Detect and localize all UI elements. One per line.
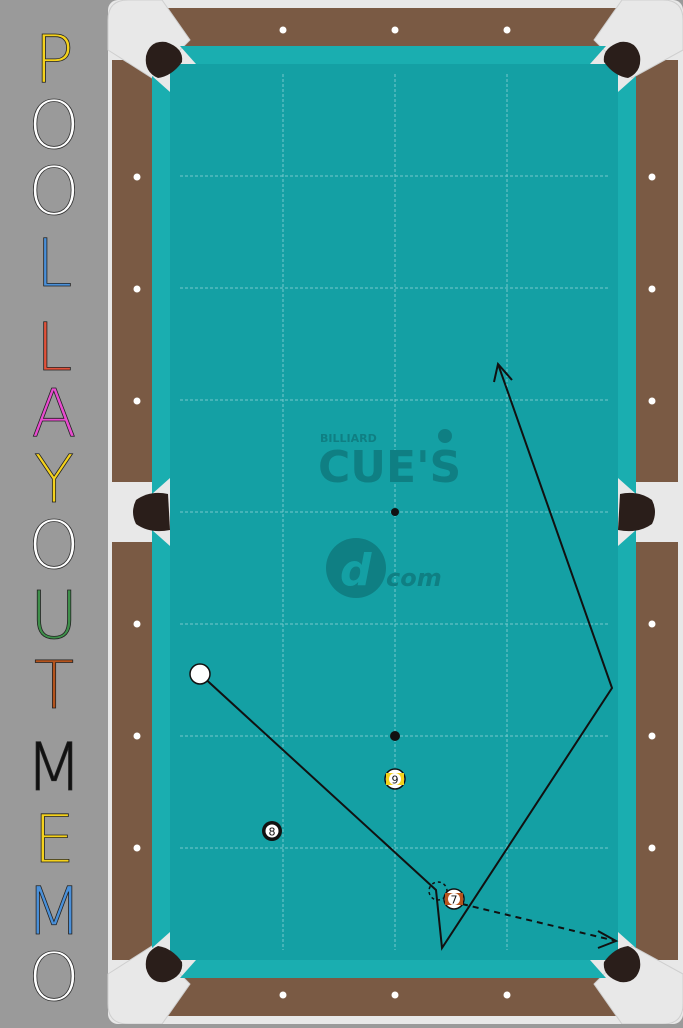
title-letter: M [26, 729, 83, 806]
ball-8: 8 [262, 821, 282, 841]
rail-bottom [162, 978, 622, 1016]
cushion-left-upper [152, 76, 170, 494]
logo-ball-icon [438, 429, 452, 443]
rail-top [162, 8, 622, 46]
dcom-circle-icon [326, 538, 386, 598]
ball-7: 7 [443, 888, 465, 910]
object-ball-arrowhead [597, 930, 619, 949]
logo-brand-text: CUE'S [318, 442, 461, 493]
dcom-d-letter: d [340, 545, 372, 596]
title-letter: O [28, 153, 80, 230]
title-letter: L [36, 225, 73, 302]
title-letter: P [34, 21, 74, 98]
cues-logo: BILLIARD CUE'S [318, 429, 461, 493]
rail-right-upper [636, 60, 678, 482]
pocket-side-left [133, 492, 170, 532]
logo-small-text: BILLIARD [320, 432, 377, 445]
title-letter: O [28, 87, 80, 164]
title-letter: U [30, 577, 78, 654]
path-arrowhead [493, 361, 513, 383]
pocket-side-right [618, 492, 655, 532]
pockets [133, 41, 655, 983]
cushion-top [180, 46, 606, 64]
rail-right-lower [636, 542, 678, 960]
title-letter: A [31, 375, 76, 452]
ball-9-label: 9 [392, 774, 399, 787]
ball-7-label: 7 [451, 894, 458, 907]
title-letter: Y [34, 441, 74, 518]
cushion-right-lower [618, 530, 636, 948]
title-letter: O [28, 939, 80, 1016]
cue-ball [189, 663, 211, 685]
title-letter: T [34, 647, 74, 724]
pocket-bottom-left [145, 946, 183, 983]
cushion-left-lower [152, 530, 170, 948]
dcom-logo: d com [326, 538, 442, 598]
cushion-right-upper [618, 76, 636, 494]
rail-left-lower [112, 542, 152, 960]
rail-left-upper [112, 60, 152, 482]
center-spot [391, 508, 399, 516]
pocket-top-left [145, 41, 183, 78]
title-letter: L [36, 309, 73, 386]
grid [180, 74, 608, 950]
title-letter: O [28, 507, 80, 584]
ball-8-label: 8 [269, 826, 276, 839]
title-letter: E [33, 801, 75, 878]
rail-diamonds [133, 26, 656, 999]
cue-ball-path [199, 363, 614, 951]
cushion-bottom [180, 960, 606, 978]
foot-spot [390, 731, 400, 741]
object-ball-path [461, 903, 617, 942]
ball-9: 9 [384, 768, 406, 790]
title-letter: M [26, 873, 83, 950]
dcom-text: com [386, 564, 442, 592]
pocket-bottom-right [603, 946, 641, 983]
pocket-top-right [603, 41, 641, 78]
